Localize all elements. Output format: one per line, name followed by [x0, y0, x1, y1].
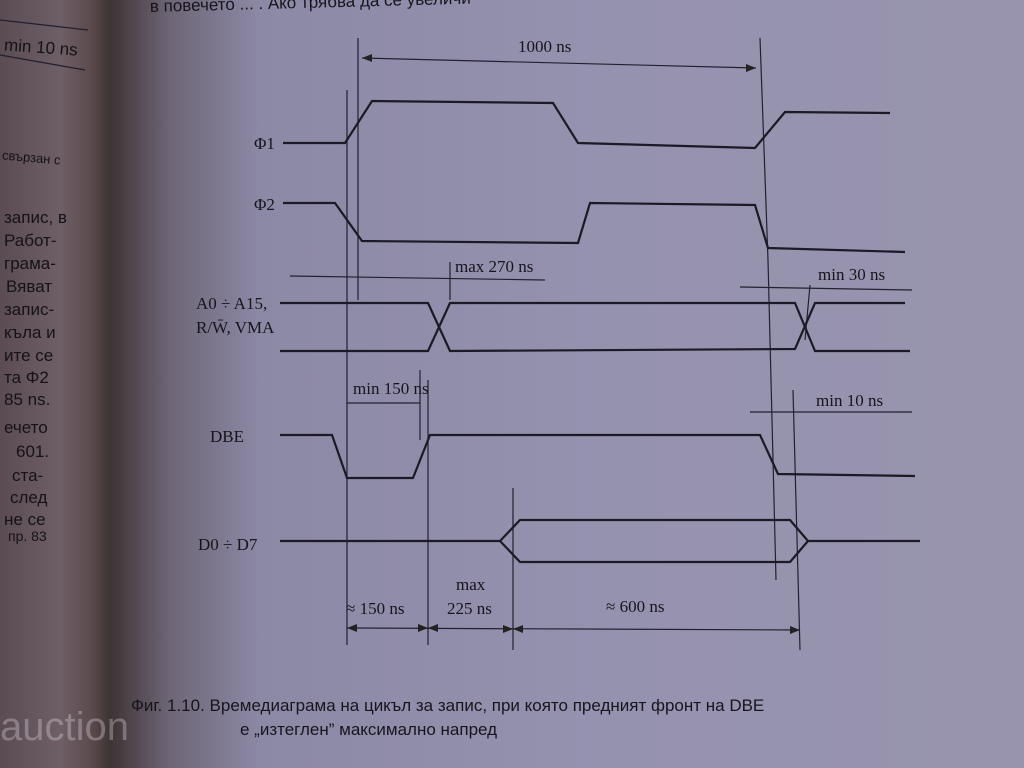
left-page-line: 85 ns.: [4, 390, 51, 409]
label-1000ns: 1000 ns: [518, 37, 571, 56]
left-page-line: Вяват: [6, 277, 53, 296]
dimension-arrows: [289, 54, 913, 634]
label-max-270ns: max 270 ns: [455, 257, 533, 276]
caption-line-1: Фиг. 1.10. Времедиаграма на цикъл за зап…: [131, 696, 764, 715]
signal-label-address: A0 ÷ A15,: [196, 294, 267, 313]
signal-label-dbe: DBE: [210, 427, 244, 446]
label-approx-600ns: ≈ 600 ns: [606, 597, 664, 616]
dbe-waveform: [280, 433, 916, 480]
left-page-line: Работ-: [4, 231, 57, 250]
data-bus-waveform: [280, 518, 920, 564]
left-page-line: запис, в: [4, 208, 67, 227]
left-page-line: не се: [4, 510, 46, 529]
left-rule: [0, 54, 86, 71]
left-page-line: 601.: [16, 442, 50, 461]
left-page-line: ста-: [12, 466, 44, 485]
watermark-logo: auction: [0, 705, 129, 749]
phi2-waveform: [283, 201, 906, 254]
reference-lines: [346, 37, 811, 651]
label-max: max: [456, 575, 486, 594]
left-page-line: къла и: [4, 323, 56, 342]
left-page-line: грама-: [4, 254, 56, 273]
left-page-line: пр. 83: [8, 528, 47, 544]
signal-label-phi2: Φ2: [254, 195, 275, 214]
caption-line-2: е „изтеглен” максимално напред: [240, 720, 497, 739]
left-page-line: запис-: [4, 300, 55, 319]
label-225ns: 225 ns: [447, 599, 492, 618]
left-page-line: ечето: [4, 418, 48, 437]
label-min-150ns: min 150 ns: [353, 379, 429, 398]
address-bus-waveform: [280, 301, 910, 353]
left-page-line: та Φ2: [4, 368, 49, 387]
left-page-line: ите се: [4, 346, 54, 365]
label-min-30ns: min 30 ns: [818, 265, 885, 284]
label-approx-150ns: ≈ 150 ns: [346, 599, 404, 618]
label-min-10ns: min 10 ns: [816, 391, 883, 410]
left-rule: [0, 19, 89, 31]
left-page-line: след: [10, 488, 48, 507]
phi1-waveform: [283, 99, 891, 150]
signal-label-rw-vma: R/W̄, VMA: [196, 318, 275, 337]
signal-label-data: D0 ÷ D7: [198, 535, 258, 554]
signal-label-phi1: Φ1: [254, 134, 275, 153]
top-text: в повечето ... . Ако трябва да се увелич…: [150, 0, 471, 16]
